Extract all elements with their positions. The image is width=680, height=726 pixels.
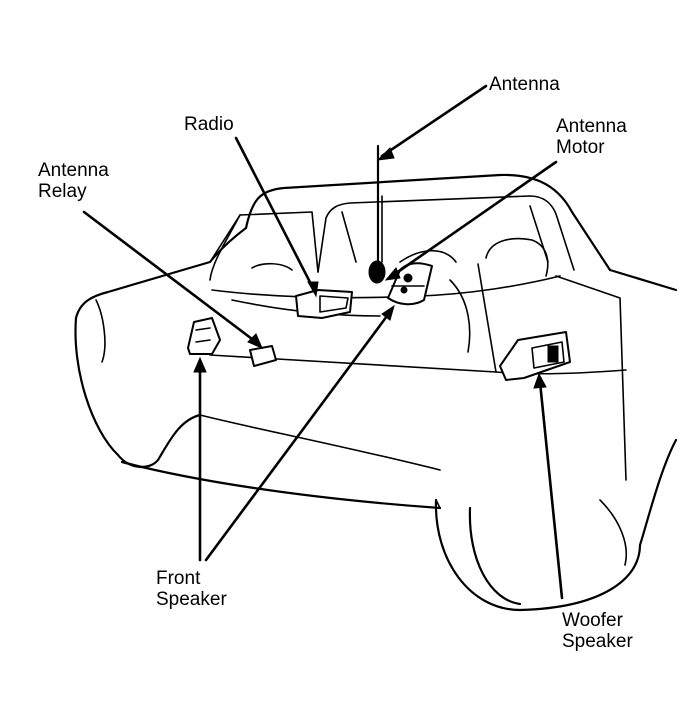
arrow-antenna-relay [247,333,263,349]
woofer-speaker-unit [499,331,571,381]
leader-antenna [380,84,488,158]
leader-antenna-motor [390,160,558,278]
label-radio: Radio [184,114,234,135]
label-antenna: Antenna [489,74,560,95]
antenna-motor-unit [387,262,433,306]
label-antenna-relay-line1: Antenna [38,160,109,181]
label-front-speaker-line2: Speaker [156,589,227,610]
label-antenna-relay-line2: Relay [38,181,87,202]
label-antenna-motor: Antenna Motor [556,116,627,158]
arrow-front-speaker-left [193,356,207,373]
leader-lines [82,84,564,600]
leader-front-speaker-right [204,310,392,562]
label-woofer-speaker: Woofer Speaker [562,610,633,652]
arrow-antenna-motor [384,267,401,281]
label-antenna-motor-line2: Motor [556,137,605,158]
vehicle-outline [74,173,678,612]
leader-antenna-relay [82,210,258,344]
label-woofer-speaker-line1: Woofer [562,610,623,631]
leader-radio [234,136,316,292]
label-front-speaker: Front Speaker [156,568,227,610]
label-antenna-motor-line1: Antenna [556,116,627,137]
leader-woofer-speaker [538,380,564,600]
label-woofer-speaker-line2: Speaker [562,631,633,652]
antenna-mast [368,144,386,284]
arrow-woofer-speaker [533,372,547,389]
label-front-speaker-line1: Front [156,568,201,589]
antenna-relay-unit [249,345,277,367]
label-antenna-relay: Antenna Relay [38,160,109,202]
arrow-antenna [376,147,395,161]
arrow-front-speaker-right [381,304,395,321]
arrow-radio [307,281,319,298]
radio-unit [295,289,353,319]
front-speaker-unit [187,317,221,355]
